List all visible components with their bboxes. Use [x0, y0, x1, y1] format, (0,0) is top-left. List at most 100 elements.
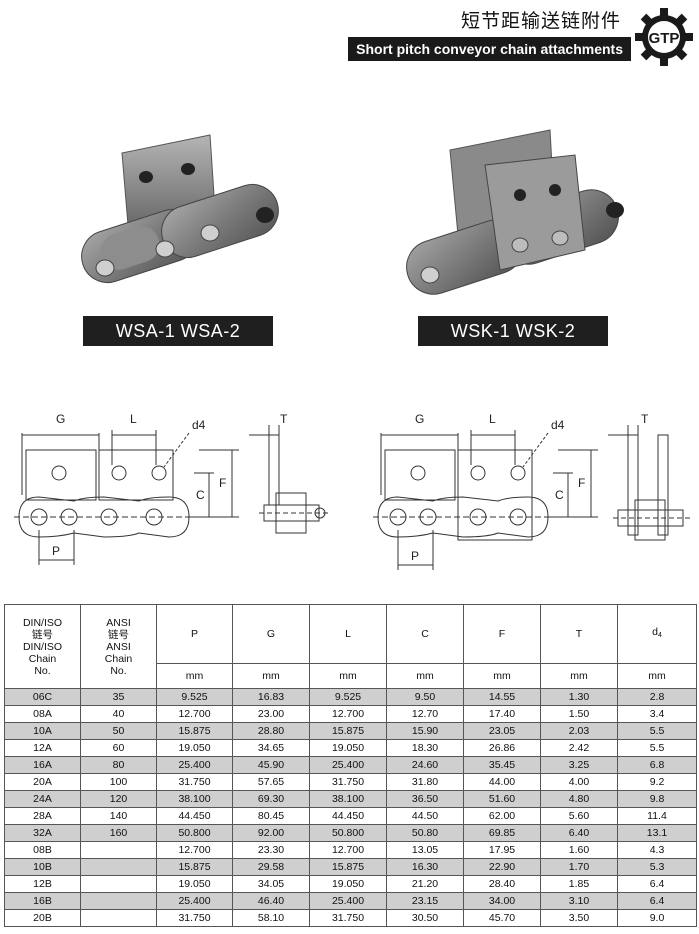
table-cell: 45.70 — [463, 909, 541, 927]
table-cell: 28.40 — [463, 875, 541, 893]
table-cell: 31.80 — [386, 773, 464, 791]
svg-text:P: P — [411, 549, 419, 563]
table-cell: 4.3 — [617, 841, 697, 859]
table-cell: 12B — [4, 875, 81, 893]
table-cell — [80, 841, 157, 859]
table-cell: 3.50 — [540, 909, 618, 927]
table-cell: 25.400 — [309, 756, 387, 774]
spec-table: DIN/ISO 链号 DIN/ISO Chain No. ANSI 链号 ANS… — [4, 604, 697, 927]
table-cell: 6.40 — [540, 824, 618, 842]
table-cell: 11.4 — [617, 807, 697, 825]
unit-cell: mm — [232, 663, 310, 689]
table-cell: 22.90 — [463, 858, 541, 876]
table-cell: 12.700 — [309, 841, 387, 859]
table-cell: 19.050 — [156, 875, 233, 893]
wsa-technical-drawing: G L d4 T C F P — [14, 412, 329, 565]
table-cell: 80.45 — [232, 807, 310, 825]
table-cell: 23.05 — [463, 722, 541, 740]
svg-text:L: L — [489, 412, 496, 426]
table-cell: 2.42 — [540, 739, 618, 757]
table-cell: 58.10 — [232, 909, 310, 927]
table-cell: 16B — [4, 892, 81, 910]
table-cell: 140 — [80, 807, 157, 825]
gtp-gear-logo: GTP — [635, 8, 693, 66]
header-d4: d4 — [617, 604, 697, 664]
header-c: C — [386, 604, 464, 664]
table-cell: 14.55 — [463, 688, 541, 706]
table-cell: 5.60 — [540, 807, 618, 825]
table-cell: 1.50 — [540, 705, 618, 723]
table-cell — [80, 892, 157, 910]
header-din-iso: DIN/ISO 链号 DIN/ISO Chain No. — [4, 604, 81, 689]
svg-text:GTP: GTP — [649, 30, 680, 47]
table-cell: 46.40 — [232, 892, 310, 910]
unit-cell: mm — [463, 663, 541, 689]
table-cell: 1.30 — [540, 688, 618, 706]
svg-text:C: C — [555, 488, 564, 502]
table-cell: 1.85 — [540, 875, 618, 893]
table-cell: 31.750 — [309, 773, 387, 791]
table-cell: 51.60 — [463, 790, 541, 808]
table-cell: 12.70 — [386, 705, 464, 723]
table-cell: 9.525 — [156, 688, 233, 706]
caption-wsk: WSK-1 WSK-2 — [418, 316, 608, 346]
table-cell — [80, 875, 157, 893]
table-cell: 9.2 — [617, 773, 697, 791]
header-f: F — [463, 604, 541, 664]
table-cell: 16A — [4, 756, 81, 774]
table-cell: 1.70 — [540, 858, 618, 876]
table-cell: 5.5 — [617, 739, 697, 757]
svg-text:T: T — [641, 412, 649, 426]
page-title-en: Short pitch conveyor chain attachments — [348, 37, 631, 61]
table-cell: 24A — [4, 790, 81, 808]
table-cell: 40 — [80, 705, 157, 723]
table-cell: 25.400 — [309, 892, 387, 910]
table-cell: 3.4 — [617, 705, 697, 723]
table-cell: 10B — [4, 858, 81, 876]
table-cell: 15.875 — [156, 722, 233, 740]
table-cell: 18.30 — [386, 739, 464, 757]
table-cell: 50.800 — [309, 824, 387, 842]
table-cell: 31.750 — [156, 909, 233, 927]
header-t: T — [540, 604, 618, 664]
table-cell: 50 — [80, 722, 157, 740]
table-cell: 3.10 — [540, 892, 618, 910]
table-cell: 44.50 — [386, 807, 464, 825]
table-cell: 08B — [4, 841, 81, 859]
wsk-technical-drawing: G L d4 T C F P — [373, 412, 691, 570]
table-cell: 19.050 — [156, 739, 233, 757]
table-cell: 17.40 — [463, 705, 541, 723]
svg-text:d4: d4 — [192, 418, 206, 432]
table-cell: 62.00 — [463, 807, 541, 825]
table-cell: 120 — [80, 790, 157, 808]
table-cell: 5.5 — [617, 722, 697, 740]
table-cell: 29.58 — [232, 858, 310, 876]
caption-wsa: WSA-1 WSA-2 — [83, 316, 273, 346]
svg-text:C: C — [196, 488, 205, 502]
unit-cell: mm — [386, 663, 464, 689]
svg-text:F: F — [219, 476, 226, 490]
unit-cell: mm — [540, 663, 618, 689]
table-cell: 10A — [4, 722, 81, 740]
table-cell: 9.525 — [309, 688, 387, 706]
wsa-chain-photo — [81, 134, 279, 284]
unit-cell: mm — [617, 663, 697, 689]
table-cell: 38.100 — [156, 790, 233, 808]
table-cell: 19.050 — [309, 875, 387, 893]
table-cell: 28.80 — [232, 722, 310, 740]
table-cell: 20A — [4, 773, 81, 791]
table-cell: 12.700 — [156, 841, 233, 859]
header-p: P — [156, 604, 233, 664]
table-cell: 50.800 — [156, 824, 233, 842]
svg-text:P: P — [52, 544, 60, 558]
table-cell: 25.400 — [156, 756, 233, 774]
table-cell: 32A — [4, 824, 81, 842]
